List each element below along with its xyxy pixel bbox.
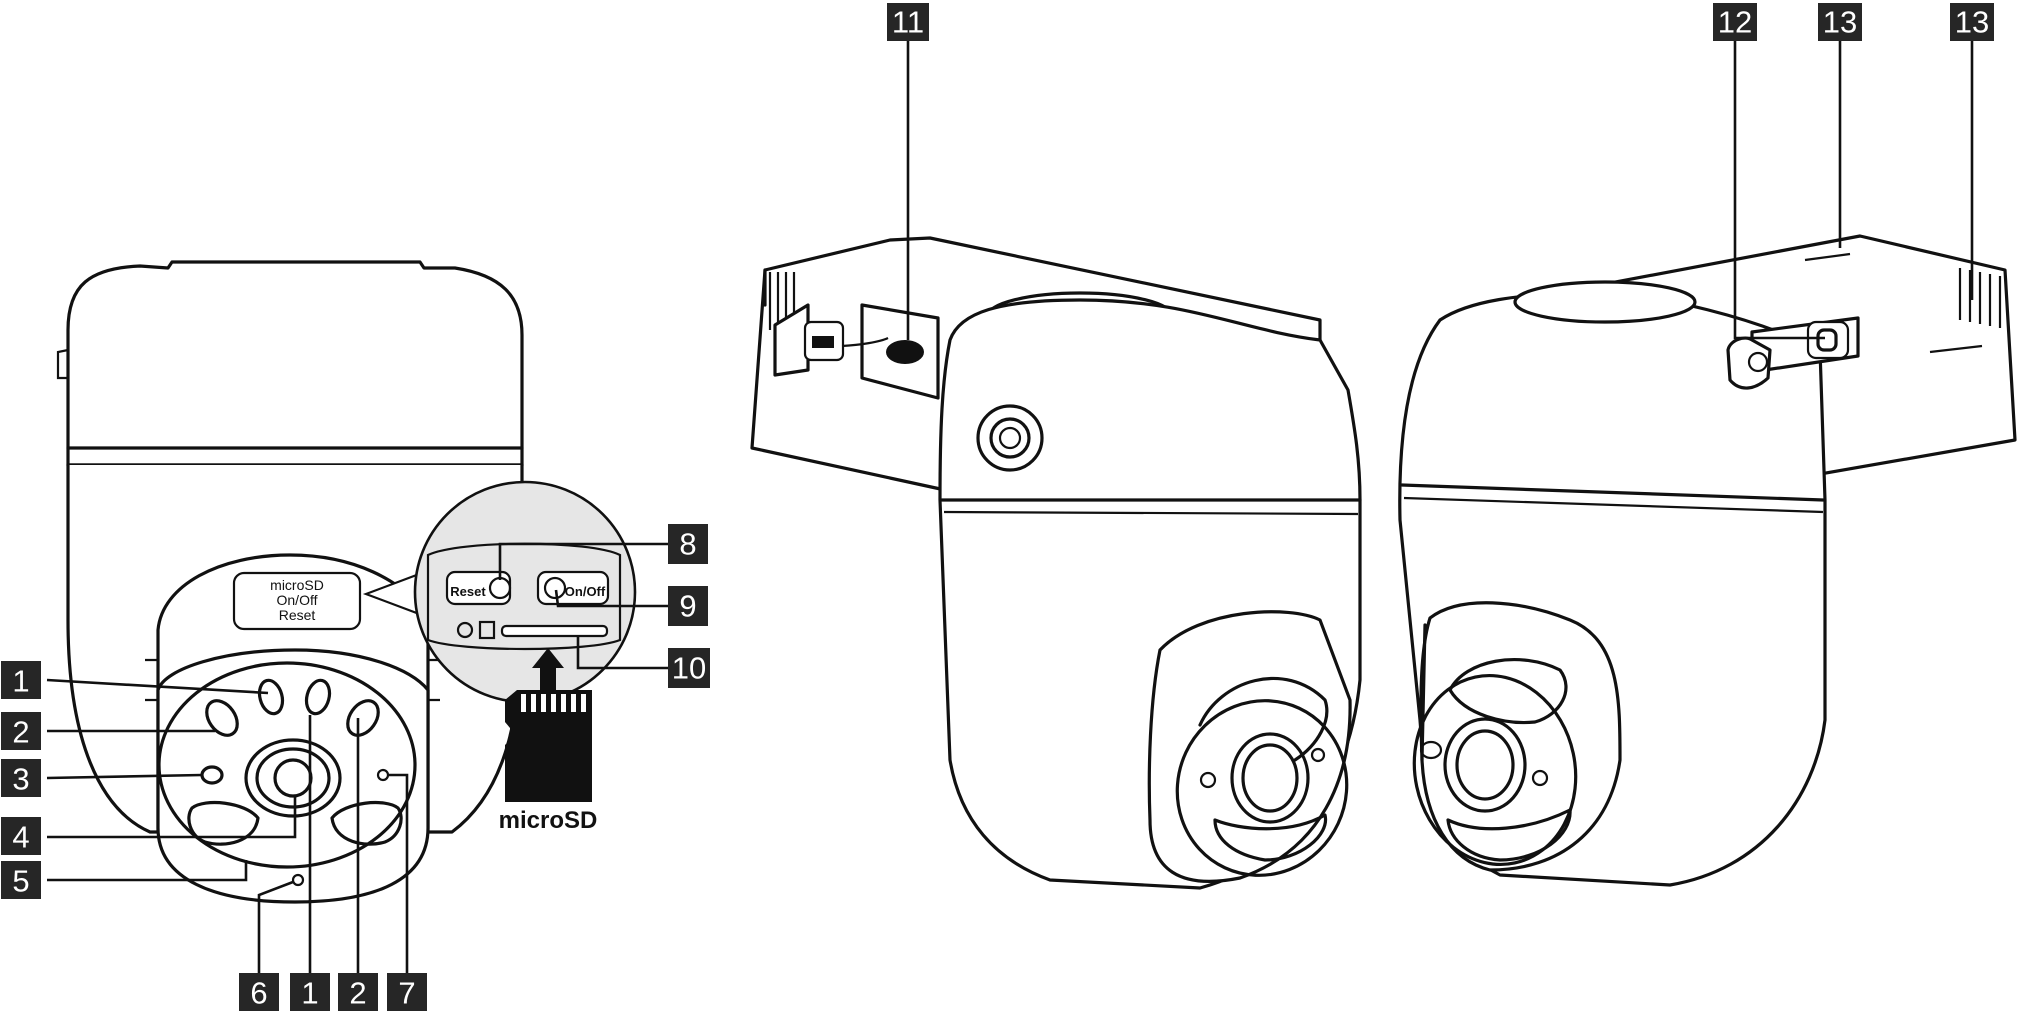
- leader-lines: [46, 41, 1974, 973]
- callout-badges: 1 2 3 4 5 6 1 2 7 8 9 10 11 12 13 13: [1, 3, 1994, 1011]
- camera-front-view: microSD On/Off Reset: [56, 260, 524, 904]
- badge-left-3: 3: [1, 759, 41, 797]
- port-zoom-callout: Reset On/Off: [413, 480, 637, 704]
- side-right-top-hole: [1513, 280, 1697, 324]
- side-screw: [886, 340, 924, 364]
- svg-text:1: 1: [12, 664, 29, 699]
- lens-outer: [244, 738, 342, 818]
- insert-arrow: [532, 648, 564, 690]
- svg-text:3: 3: [12, 762, 29, 797]
- svg-text:5: 5: [12, 864, 29, 899]
- svg-text:10: 10: [672, 651, 706, 686]
- svg-text:2: 2: [12, 715, 29, 750]
- microsd-card: microSD: [499, 690, 598, 834]
- badge-top-12: 12: [1713, 3, 1757, 41]
- svg-text:9: 9: [679, 589, 696, 624]
- ir-led-1: [257, 678, 285, 716]
- badge-top-11: 11: [887, 3, 929, 41]
- svg-text:6: 6: [250, 976, 267, 1011]
- svg-text:2: 2: [349, 976, 366, 1011]
- reset-port-label: Reset: [450, 584, 486, 599]
- lens-mid: [255, 747, 331, 809]
- badge-top-13a: 13: [1818, 3, 1862, 41]
- svg-text:12: 12: [1718, 5, 1752, 40]
- side-left-head: [1147, 610, 1352, 883]
- ir-led-1b: [304, 678, 332, 716]
- badge-right-8: 8: [668, 524, 708, 564]
- camera-side-view-right: [1398, 234, 2017, 887]
- badge-left-4: 4: [1, 817, 41, 855]
- callout-label-microsd: microSD: [270, 577, 324, 593]
- svg-text:13: 13: [1823, 5, 1857, 40]
- badge-right-9: 9: [668, 586, 708, 626]
- svg-text:8: 8: [679, 527, 696, 562]
- svg-text:13: 13: [1955, 5, 1989, 40]
- onoff-port-label: On/Off: [565, 584, 606, 599]
- spotlight-2: [205, 699, 239, 737]
- front-mount-housing: [66, 260, 524, 467]
- badge-left-2: 2: [1, 712, 41, 750]
- badge-left-5: 5: [1, 861, 41, 899]
- svg-text:7: 7: [398, 976, 415, 1011]
- svg-text:11: 11: [892, 5, 924, 40]
- side-left-connector: [976, 404, 1044, 472]
- badge-right-10: 10: [668, 648, 710, 688]
- callout-label-reset: Reset: [279, 607, 316, 623]
- callout-label-onoff: On/Off: [277, 592, 318, 608]
- badge-bottom-2: 2: [338, 973, 378, 1011]
- badge-left-1: 1: [1, 661, 41, 699]
- svg-text:1: 1: [301, 976, 318, 1011]
- spotlight-2b: [346, 699, 380, 737]
- camera-side-view-left: [750, 236, 1362, 890]
- badge-bottom-6: 6: [239, 973, 279, 1011]
- svg-text:4: 4: [12, 820, 29, 855]
- microsd-card-label: microSD: [499, 807, 598, 834]
- badge-top-13b: 13: [1950, 3, 1994, 41]
- microphone: [291, 873, 305, 887]
- badge-bottom-7: 7: [387, 973, 427, 1011]
- badge-bottom-1: 1: [290, 973, 330, 1011]
